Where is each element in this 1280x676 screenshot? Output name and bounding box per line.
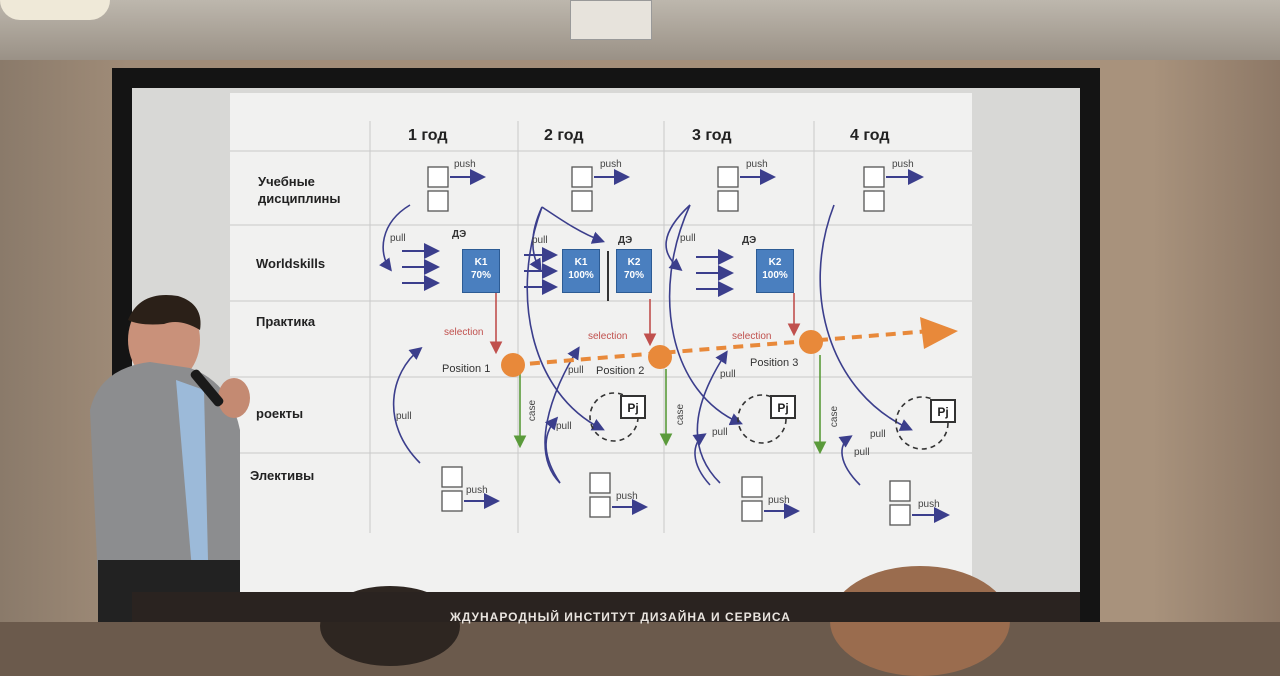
push-label: push	[768, 495, 790, 506]
de-label: ДЭ	[618, 235, 633, 246]
year-4-heading: 4 год	[850, 127, 890, 144]
case-label: case	[527, 399, 539, 422]
position-3-label: Position 3	[750, 357, 799, 369]
position-1-label: Position 1	[442, 363, 491, 375]
pull-label: pull	[390, 233, 406, 244]
case-label: case	[675, 403, 687, 426]
push-label: push	[746, 159, 768, 170]
selection-label: selection	[588, 331, 628, 342]
pull-label: pull	[720, 369, 736, 380]
row-label-disciplines: Учебные дисциплины	[258, 174, 341, 206]
pull-label: pull	[568, 365, 584, 376]
project-box-year2: Pj	[620, 395, 646, 419]
ceiling-light	[0, 0, 110, 20]
push-label: push	[616, 491, 638, 502]
selection-label: selection	[732, 331, 772, 342]
pull-label: pull	[870, 429, 886, 440]
selection-label: selection	[444, 327, 484, 338]
de-label: ДЭ	[452, 229, 467, 240]
row-label-practice: Практика	[256, 314, 316, 329]
push-label: push	[466, 485, 488, 496]
push-label: push	[454, 159, 476, 170]
project-box-year4: Pj	[930, 399, 956, 423]
pull-label: pull	[712, 427, 728, 438]
year-2-heading: 2 год	[544, 127, 584, 144]
pull-label: pull	[854, 447, 870, 458]
presentation-slide: 1 год 2 год 3 год 4 год Учебные дисципли…	[230, 93, 972, 593]
slide-grid	[230, 121, 972, 533]
row-label-projects: роекты	[256, 406, 304, 421]
speaker-person	[90, 295, 250, 622]
year-1-heading: 1 год	[408, 127, 448, 144]
footer-institute-text: ЖДУНАРОДНЫЙ ИНСТИТУТ ДИЗАЙНА И СЕРВИСА	[450, 610, 791, 624]
project-box-year3: Pj	[770, 395, 796, 419]
pull-label: pull	[556, 421, 572, 432]
ceiling-vent	[570, 0, 652, 40]
push-label: push	[600, 159, 622, 170]
row-label-electives: Элективы	[250, 468, 315, 483]
push-label: push	[918, 499, 940, 510]
year-3-heading: 3 год	[692, 127, 732, 144]
de-label: ДЭ	[742, 235, 757, 246]
slide-footer-bar: ЖДУНАРОДНЫЙ ИНСТИТУТ ДИЗАЙНА И СЕРВИСА	[132, 592, 1080, 624]
position-2-label: Position 2	[596, 365, 645, 377]
pull-label: pull	[396, 411, 412, 422]
case-label: case	[829, 405, 841, 428]
push-label: push	[892, 159, 914, 170]
row-label-worldskills: Worldskills	[256, 256, 326, 271]
pull-label: pull	[680, 233, 696, 244]
pull-label: pull	[532, 235, 548, 246]
